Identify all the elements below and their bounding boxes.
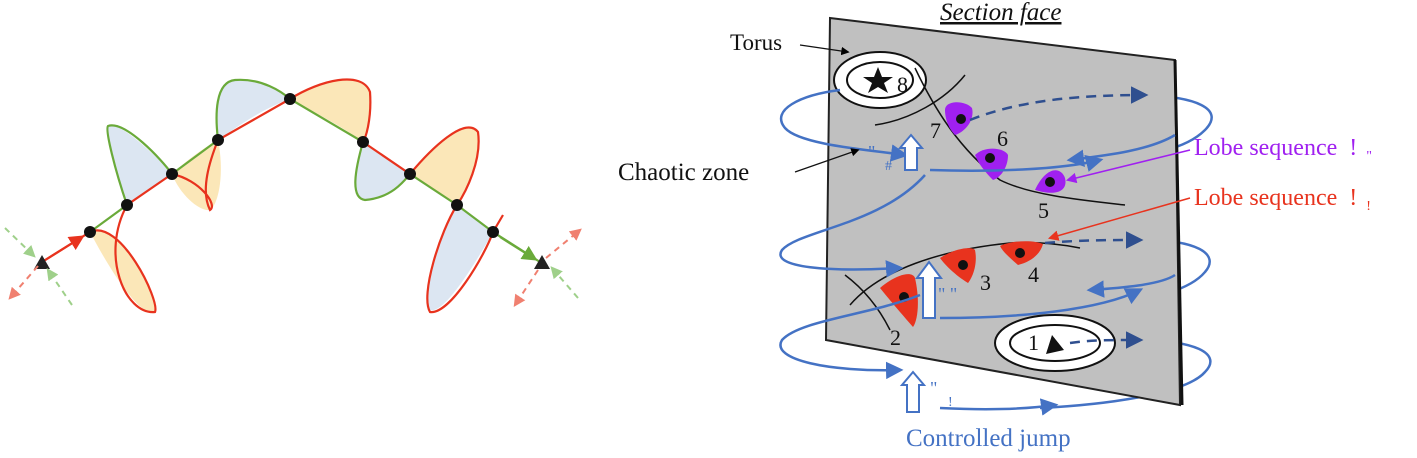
lobe-blue-2 [216, 79, 290, 140]
purple-lobe-6 [975, 148, 1008, 180]
intersection-point [404, 168, 416, 180]
jump-mark-bottom: " [930, 378, 937, 398]
chaotic-zone-label: Chaotic zone [618, 159, 749, 186]
homoclinic-tangle [4, 78, 582, 314]
jump-mark-mid: " " [938, 284, 957, 304]
lobe-sequence-red-label: Lobe sequence ! ! [1194, 185, 1371, 214]
jump-mark-top: " [868, 142, 875, 162]
controlled-jump-label: Controlled jump [906, 425, 1071, 452]
intersection-point [487, 226, 499, 238]
lobe-sequence-purple-label: Lobe sequence ! " [1194, 135, 1372, 164]
jump-mark-top-sub: # [885, 159, 892, 174]
jump-mark-bottom-sub: ! [948, 395, 953, 410]
intersection-point [166, 168, 178, 180]
intersection-point [212, 134, 224, 146]
point-2-label: 2 [890, 325, 901, 350]
lobe-yellow-2 [172, 140, 221, 210]
intersection-point [84, 226, 96, 238]
intersection-point [357, 136, 369, 148]
jump-arrow-mid [915, 260, 943, 319]
red-lobe-3 [940, 248, 976, 283]
intersection-point [121, 199, 133, 211]
saddle-point-left [34, 255, 50, 269]
intersection-point [451, 199, 463, 211]
point-4-label: 4 [1028, 262, 1039, 287]
torus-label: Torus [730, 30, 782, 55]
lobe-blue-4 [427, 205, 493, 311]
intersection-point [284, 93, 296, 105]
point-7-label: 7 [930, 118, 941, 143]
point-3-label: 3 [980, 270, 991, 295]
saddle-point-right [534, 255, 550, 269]
section-face-diagram: 8 1 7 6 5 4 3 2 [779, 16, 1213, 416]
unstable-manifold [41, 78, 504, 314]
stable-manifold [89, 78, 541, 263]
lobe-blue [107, 125, 172, 205]
star-icon [863, 67, 893, 93]
lobe-yellow-3 [290, 79, 371, 142]
jump-arrow-bottom [899, 370, 927, 413]
green-direction-arrow [499, 236, 538, 261]
red-lobe-2 [880, 274, 918, 327]
section-face-label: Section face [940, 0, 1061, 26]
labels: Section face Torus Chaotic zone Lobe seq… [618, 0, 1372, 452]
point-5-label: 5 [1038, 198, 1049, 223]
point-1-label: 1 [1028, 330, 1039, 355]
jump-arrow-top [897, 133, 925, 171]
lobe-blue-3 [355, 142, 410, 200]
point-8-label: 8 [897, 72, 908, 97]
red-direction-arrow [41, 235, 85, 263]
triangle-icon [1046, 335, 1064, 354]
point-6-label: 6 [997, 126, 1008, 151]
lobe-yellow [90, 230, 156, 313]
